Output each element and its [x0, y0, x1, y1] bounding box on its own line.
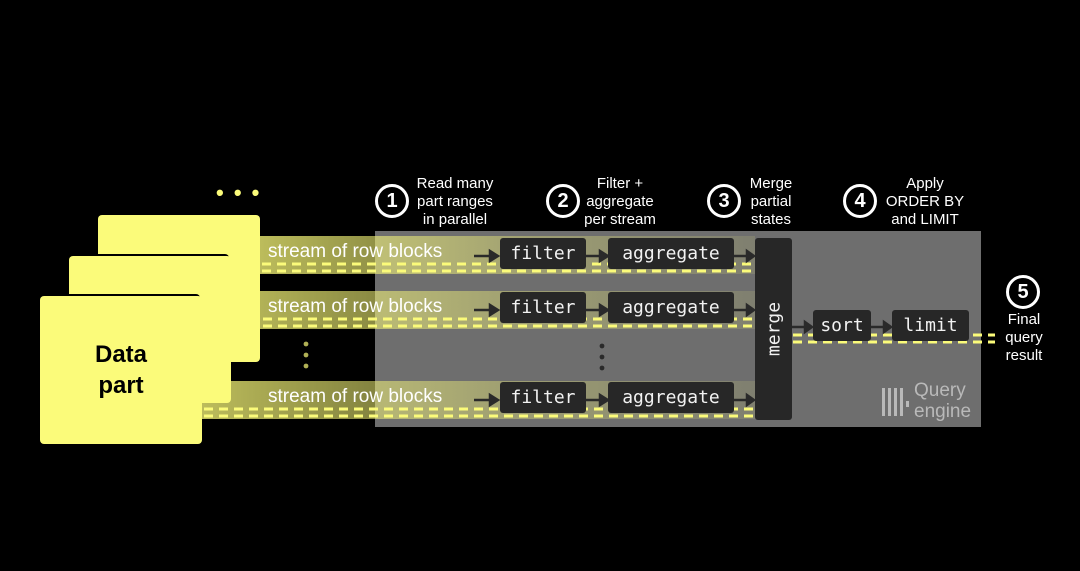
step-5-text: Final query result — [1005, 311, 1043, 364]
merge-box: merge — [755, 238, 792, 420]
step-2-text: Filter + aggregate per stream — [584, 175, 656, 228]
step-3-number: 3 — [707, 184, 741, 218]
step-3-text: Merge partial states — [749, 175, 793, 228]
step-1-number: 1 — [375, 184, 409, 218]
filter-box-2: filter — [500, 292, 586, 323]
merge-label: merge — [763, 301, 784, 357]
aggregate-box-2: aggregate — [608, 292, 734, 323]
step-4-number: 4 — [843, 184, 877, 218]
query-engine-label: Query engine — [914, 380, 972, 422]
limit-box: limit — [892, 310, 969, 341]
step-1-text: Read many part ranges in parallel — [416, 175, 494, 228]
filter-box-3: filter — [500, 382, 586, 413]
query-engine-logo: Query engine — [882, 380, 974, 422]
stream-label-2: stream of row blocks — [268, 296, 443, 317]
data-part-card-front — [40, 296, 202, 444]
filter-box-1: filter — [500, 238, 586, 269]
stream-label-3: stream of row blocks — [268, 386, 443, 407]
stream-label-1: stream of row blocks — [268, 241, 443, 262]
sort-box: sort — [813, 310, 871, 341]
aggregate-box-1: aggregate — [608, 238, 734, 269]
more-parts-indicator: • • • — [216, 180, 262, 205]
aggregate-box-3: aggregate — [608, 382, 734, 413]
step-4-text: Apply ORDER BY and LIMIT — [885, 175, 965, 228]
step-2-number: 2 — [546, 184, 580, 218]
step-5-number: 5 — [1006, 275, 1040, 309]
data-part-label: Data part — [94, 341, 148, 399]
query-engine-bars-icon — [882, 388, 909, 416]
